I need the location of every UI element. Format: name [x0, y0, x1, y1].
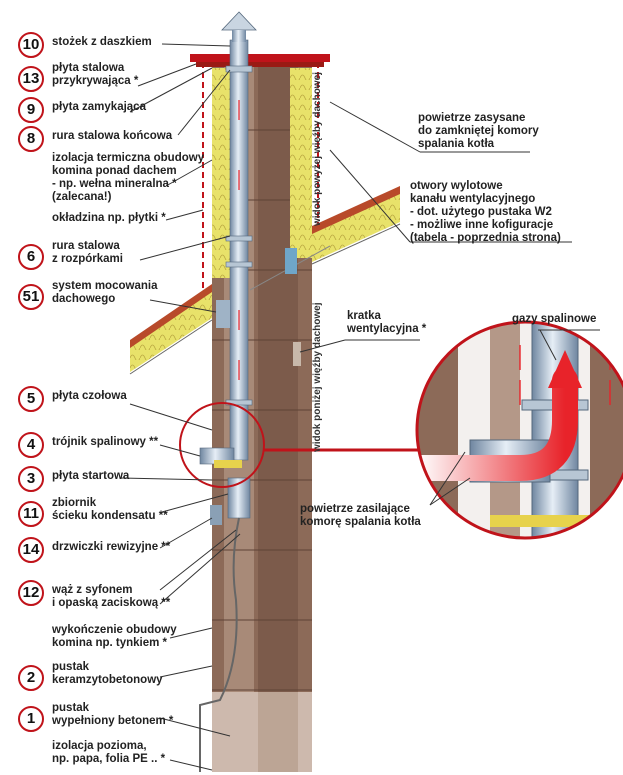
label-flue-gases: gazy spalinowe	[512, 313, 597, 325]
steel-flue-pipe	[199, 11, 331, 772]
label-view-above-roof: widok powyżej więźby dachowej	[312, 72, 323, 226]
label-cladding: okładzina np. płytki *	[52, 212, 166, 224]
label-front-plate: płyta czołowa	[52, 390, 127, 402]
badge-1: 1	[18, 706, 44, 732]
badge-14: 14	[18, 537, 44, 563]
badge-10: 10	[18, 32, 44, 58]
roof	[129, 186, 401, 375]
label-supply-air: powietrze zasilające komorę spalania kot…	[300, 503, 421, 528]
badge-13: 13	[18, 66, 44, 92]
label-roof-mounting: system mocowania dachowego	[52, 280, 158, 305]
label-vent-openings: otwory wylotowe kanału wentylacyjnego - …	[410, 180, 561, 244]
badge-9: 9	[18, 97, 44, 123]
zoom-source-circle	[179, 402, 265, 488]
zoom-detail	[415, 320, 623, 540]
badge-5: 5	[18, 386, 44, 412]
label-finish-plaster: wykończenie obudowy komina np. tynkiem *	[52, 624, 177, 649]
badge-11: 11	[18, 501, 44, 527]
label-horizontal-insulation: izolacja pozioma, np. papa, folia PE .. …	[52, 740, 166, 765]
badge-3: 3	[18, 466, 44, 492]
badge-12: 12	[18, 580, 44, 606]
badge-51: 51	[18, 284, 44, 310]
label-flue-tee: trójnik spalinowy **	[52, 436, 159, 448]
label-cone-cap: stożek z daszkiem	[52, 36, 152, 48]
chimney-body	[190, 54, 330, 772]
label-start-plate: płyta startowa	[52, 470, 130, 482]
label-condensate-tank: zbiornik ścieku kondensatu **	[52, 497, 168, 522]
label-closing-plate: płyta zamykająca	[52, 101, 146, 113]
label-end-pipe: rura stalowa końcowa	[52, 130, 173, 142]
label-steel-pipe-spacers: rura stalowa z rozpórkami	[52, 240, 123, 265]
badge-6: 6	[18, 244, 44, 270]
label-cover-plate: płyta stalowa przykrywająca *	[52, 62, 139, 87]
label-expanded-clay-block: pustak keramzytobetonowy	[52, 661, 163, 686]
label-thermal-insulation: izolacja termiczna obudowy komina ponad …	[52, 152, 205, 203]
badge-2: 2	[18, 665, 44, 691]
badge-8: 8	[18, 126, 44, 152]
label-hose-siphon: wąż z syfonem i opaską zaciskową **	[52, 584, 171, 609]
label-view-below-roof: widok poniżej więźby dachowej	[312, 302, 323, 452]
badge-4: 4	[18, 432, 44, 458]
label-inspection-door: drzwiczki rewizyjne **	[52, 541, 171, 553]
label-concrete-block: pustak wypełniony betonem *	[52, 702, 174, 727]
label-vent-grille: kratka wentylacyjna *	[347, 310, 427, 335]
label-intake-air: powietrze zasysane do zamkniętej komory …	[418, 112, 539, 150]
leader-lines	[119, 43, 600, 771]
